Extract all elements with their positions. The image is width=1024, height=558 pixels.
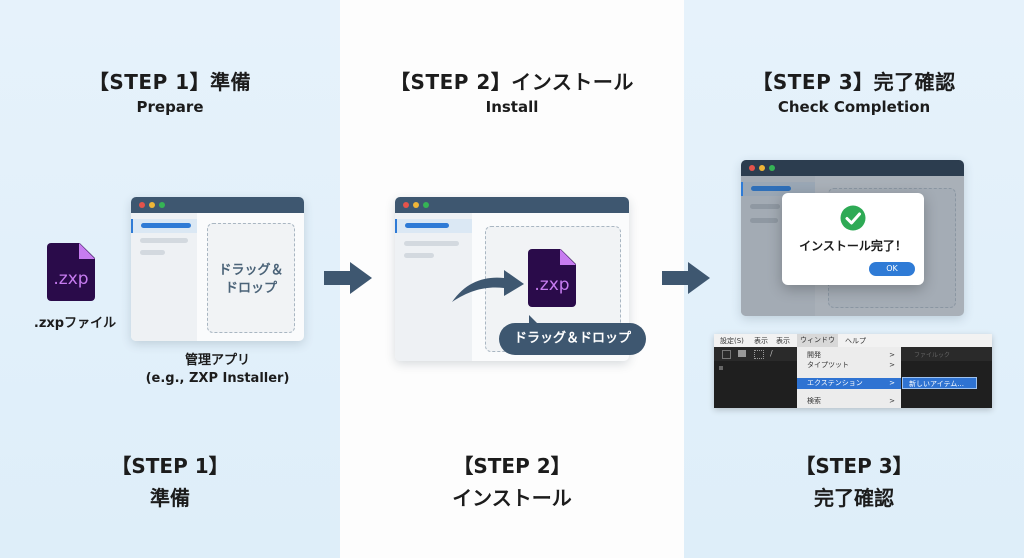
minimize-dot-icon[interactable] xyxy=(759,165,765,171)
maximize-dot-icon[interactable] xyxy=(423,202,429,208)
step-3-footer-label: 完了確認 xyxy=(814,486,894,510)
manager-app-label-1: 管理アプリ xyxy=(184,353,250,368)
close-dot-icon[interactable] xyxy=(403,202,409,208)
menu-view-2[interactable]: 表示 xyxy=(776,337,790,345)
sidebar-item[interactable] xyxy=(140,238,188,243)
zxp-file-label: .zxpファイル xyxy=(33,316,117,331)
app-sidebar xyxy=(131,213,197,341)
chevron-right-icon: > xyxy=(889,361,895,369)
menu-view[interactable]: 表示 xyxy=(754,337,768,345)
rectangle-tool-icon[interactable] xyxy=(738,350,746,357)
menu-help[interactable]: ヘルプ xyxy=(845,337,866,345)
sidebar-item[interactable] xyxy=(750,204,780,209)
step-1-title: 【STEP 1】準備 xyxy=(88,70,252,94)
drop-zone-text-1: ドラッグ＆ xyxy=(218,263,284,278)
check-circle-icon xyxy=(840,205,866,231)
zxp-file-icon-text: .zxp xyxy=(53,269,89,289)
step-2-footer-label: インストール xyxy=(452,486,572,510)
panel-tab-label[interactable]: ファイルック xyxy=(914,352,951,359)
maximize-dot-icon[interactable] xyxy=(159,202,165,208)
right-arrow-icon xyxy=(662,262,710,294)
sidebar-item[interactable] xyxy=(404,253,434,258)
manager-app-label-2: (e.g., ZXP Installer) xyxy=(145,371,290,386)
window-dropdown-menu: 開発> タイプツット> エクステンション> 検索> xyxy=(797,347,901,408)
menu-settings[interactable]: 設定(S) xyxy=(720,337,744,345)
dialog-message: インストール完了！ xyxy=(799,239,907,253)
right-arrow-icon xyxy=(324,262,372,294)
drag-drop-bubble: ドラッグ＆ドロップ xyxy=(499,315,646,355)
step-2-panel: 【STEP 2】インストール Install .zxp ドラッグ＆ドロップ 【S… xyxy=(340,0,684,558)
chevron-right-icon: > xyxy=(889,379,895,387)
step-3-title: 【STEP 3】完了確認 xyxy=(752,70,956,94)
step-2-footer-step: 【STEP 2】 xyxy=(453,454,571,478)
drop-zone[interactable]: ドラッグ＆ ドロップ xyxy=(207,223,295,333)
brush-tool-icon[interactable]: / xyxy=(770,349,773,358)
step-2-subtitle: Install xyxy=(485,98,539,116)
sidebar-item-selected[interactable] xyxy=(741,182,815,196)
step-3-panel: 【STEP 3】完了確認 Check Completion インストール完了！ … xyxy=(684,0,1024,558)
ok-button[interactable]: OK xyxy=(869,262,915,276)
window-titlebar xyxy=(131,197,304,213)
curved-drag-arrow-icon xyxy=(452,270,524,302)
step-1-footer-step: 【STEP 1】 xyxy=(111,454,229,478)
sidebar-item-selected[interactable] xyxy=(131,219,197,233)
step-3-subtitle: Check Completion xyxy=(777,98,931,116)
minimize-dot-icon[interactable] xyxy=(149,202,155,208)
sidebar-item-selected[interactable] xyxy=(395,219,472,233)
zxp-file-icon-text: .zxp xyxy=(534,275,570,295)
submenu-item-new[interactable]: 新しいアイテム... xyxy=(902,377,977,389)
step-2-title: 【STEP 2】インストール xyxy=(390,70,634,94)
chevron-right-icon: > xyxy=(889,397,895,405)
window-titlebar xyxy=(741,160,964,176)
menu-item-extensions[interactable]: エクステンション> xyxy=(797,378,901,389)
close-dot-icon[interactable] xyxy=(139,202,145,208)
layer-marker-icon xyxy=(719,366,723,370)
maximize-dot-icon[interactable] xyxy=(769,165,775,171)
menu-item-dev[interactable]: 開発> xyxy=(807,351,895,359)
step-1-panel: 【STEP 1】準備 Prepare .zxp .zxpファイル ドラッグ＆ ド… xyxy=(0,0,340,558)
menu-item-search[interactable]: 検索> xyxy=(807,397,895,405)
step-1-footer-label: 準備 xyxy=(150,486,190,510)
step-1-subtitle: Prepare xyxy=(136,98,204,116)
host-app-menu-screenshot: 設定(S) 表示 表示 ウィンドウ ヘルプ / ファイルック 開発> タイプツッ… xyxy=(714,334,992,408)
app-sidebar xyxy=(395,213,472,361)
sidebar-item[interactable] xyxy=(750,218,778,223)
close-dot-icon[interactable] xyxy=(749,165,755,171)
sidebar-item[interactable] xyxy=(404,241,459,246)
install-complete-dialog: インストール完了！ OK xyxy=(782,193,924,285)
minimize-dot-icon[interactable] xyxy=(413,202,419,208)
manager-app-window: ドラッグ＆ ドロップ xyxy=(131,197,304,341)
menu-window[interactable]: ウィンドウ xyxy=(797,334,838,347)
file-fold-icon xyxy=(79,243,95,259)
sidebar-item[interactable] xyxy=(140,250,165,255)
zxp-file-icon[interactable]: .zxp xyxy=(528,249,576,307)
step-3-footer-step: 【STEP 3】 xyxy=(795,454,913,478)
menu-item-type[interactable]: タイプツット> xyxy=(807,361,895,369)
chevron-right-icon: > xyxy=(889,351,895,359)
drop-zone-text-2: ドロップ xyxy=(224,281,277,296)
select-tool-icon[interactable] xyxy=(722,350,731,359)
window-titlebar xyxy=(395,197,629,213)
zxp-file-icon: .zxp xyxy=(47,243,95,301)
bubble-tail xyxy=(529,315,539,325)
manager-app-label: 管理アプリ (e.g., ZXP Installer) xyxy=(131,352,304,388)
menu-bar: 設定(S) 表示 表示 ウィンドウ ヘルプ xyxy=(714,334,992,347)
bubble-text: ドラッグ＆ドロップ xyxy=(513,331,631,346)
crop-tool-icon[interactable] xyxy=(754,350,764,359)
